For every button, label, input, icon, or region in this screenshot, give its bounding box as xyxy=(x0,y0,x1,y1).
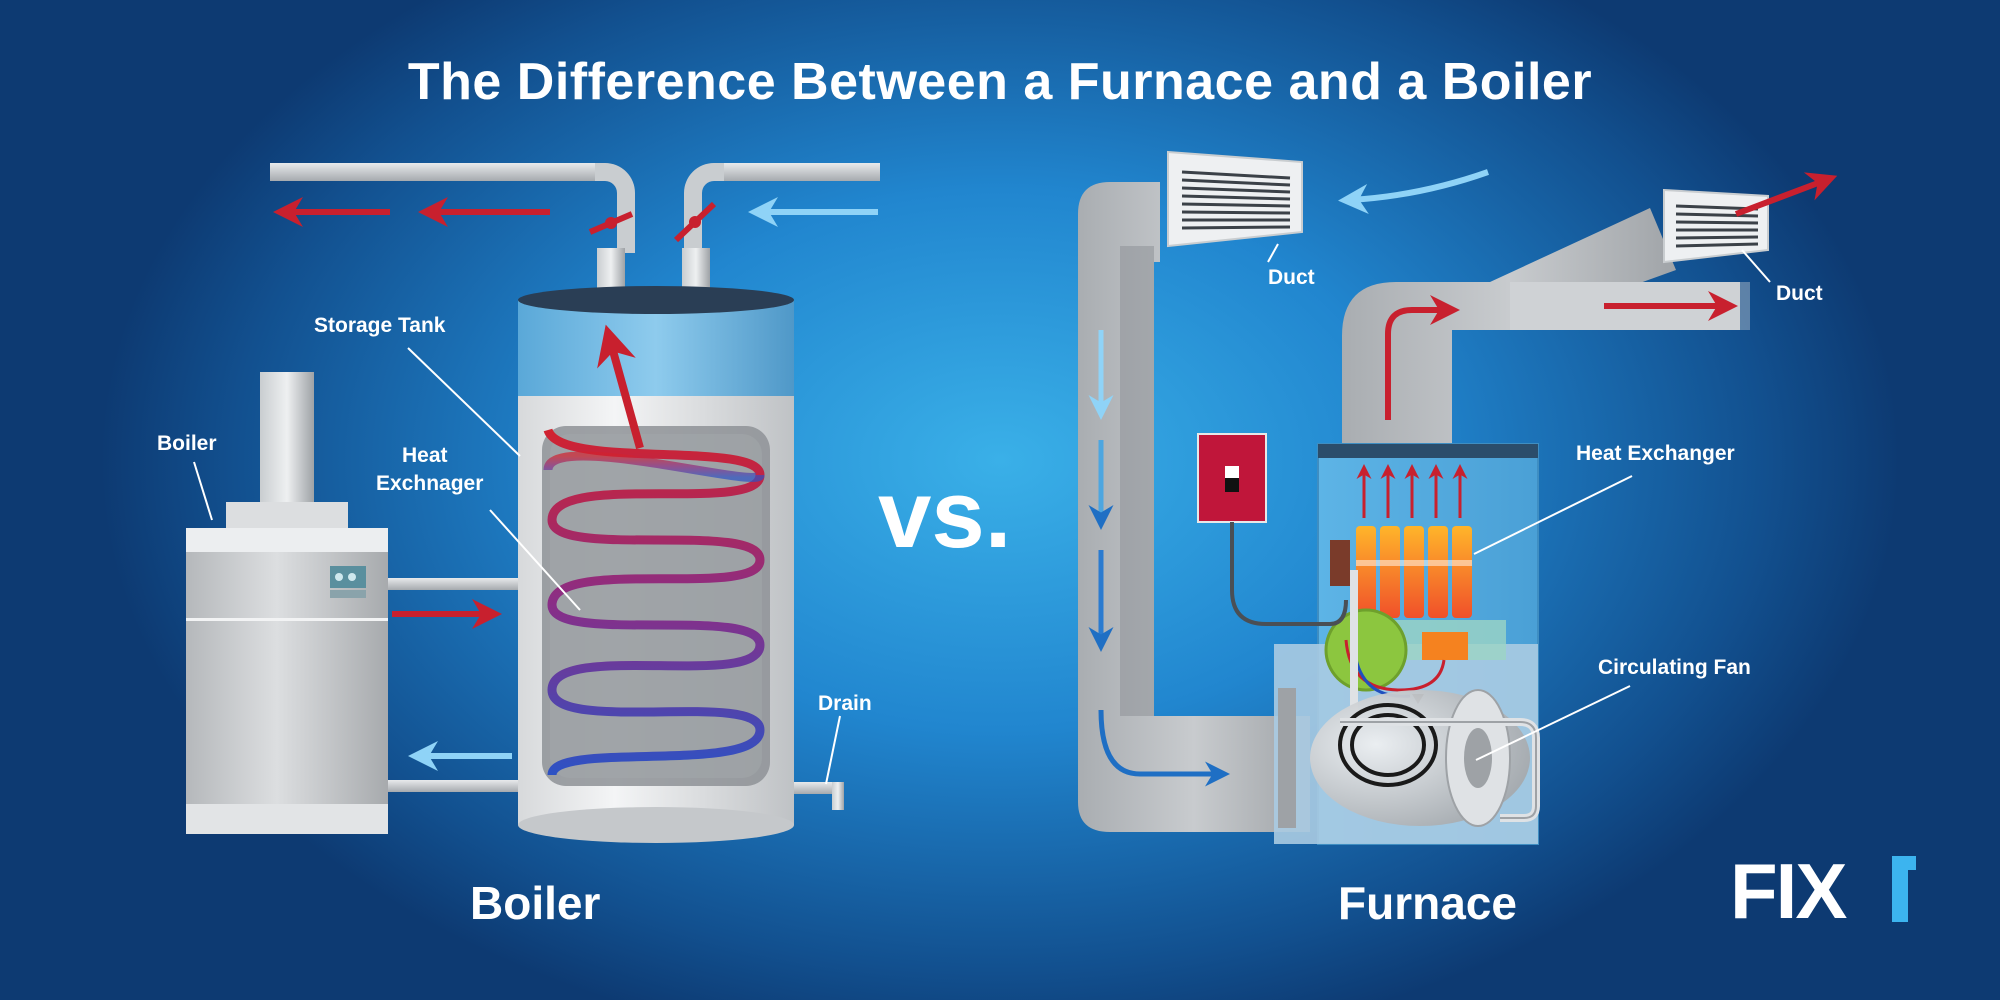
label-duct-right: Duct xyxy=(1776,282,1823,305)
label-heat-exchanger-furnace: Heat Exchanger xyxy=(1576,442,1735,465)
heat-exchanger-tubes xyxy=(1330,526,1472,618)
thermostat xyxy=(1197,433,1348,626)
boiler-leader-lines xyxy=(193,347,841,785)
return-line xyxy=(388,780,518,792)
boiler-return-pipe xyxy=(673,163,880,302)
boiler-unit xyxy=(186,372,388,834)
label-duct-left: Duct xyxy=(1268,266,1315,289)
label-storage-tank: Storage Tank xyxy=(314,314,446,337)
fixr-logo-mark xyxy=(1892,856,1916,922)
supply-line xyxy=(388,578,518,590)
fixr-logo: FIX xyxy=(1730,846,1847,937)
return-duct xyxy=(1078,182,1310,832)
label-circulating-fan: Circulating Fan xyxy=(1598,656,1751,679)
heat-rise-arrows xyxy=(1356,464,1468,518)
burner-motor xyxy=(1324,608,1408,692)
page-title: The Difference Between a Furnace and a B… xyxy=(407,53,1593,111)
label-heat-exchanger-line2: Exchnager xyxy=(376,472,484,495)
fixr-logo-text: FIX xyxy=(1730,847,1847,935)
duct-grille-right xyxy=(1663,188,1769,264)
hot-flow-arrow xyxy=(1385,295,1460,420)
boiler-supply-pipe xyxy=(270,163,635,302)
cold-flow-arrow xyxy=(1338,169,1489,214)
gas-valve xyxy=(1422,632,1468,660)
hot-flow-arrow xyxy=(1734,172,1838,217)
duct-grille-left xyxy=(1167,150,1303,248)
heat-exchanger-coil xyxy=(543,427,765,777)
return-flow-arrow xyxy=(1098,709,1230,787)
caption-furnace: Furnace xyxy=(1338,877,1517,929)
circulating-fan-housing xyxy=(1278,688,1540,828)
drain-pipe xyxy=(794,782,844,810)
label-heat-exchanger-boiler: Heat xyxy=(402,444,448,468)
furnace-leader-lines xyxy=(1267,243,1771,761)
vs-label: vs. xyxy=(878,461,1012,568)
label-heat-exchanger-line1: Heat xyxy=(402,444,448,467)
hot-rise-arrow xyxy=(597,324,644,450)
caption-boiler: Boiler xyxy=(470,877,601,929)
label-drain: Drain xyxy=(818,692,872,715)
label-boiler: Boiler xyxy=(157,432,217,455)
